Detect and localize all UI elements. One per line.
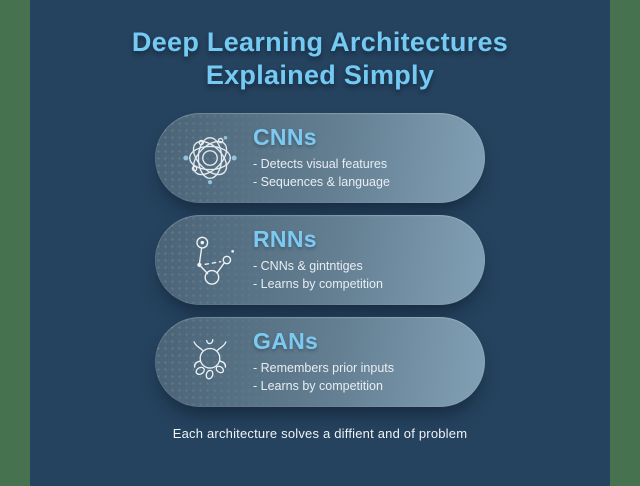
card-bullet: - Sequences & language: [253, 175, 390, 190]
card-text-block: CNNs - Detects visual features - Sequenc…: [253, 124, 390, 191]
card-text-block: GANs - Remembers prior inputs - Learns b…: [253, 328, 394, 395]
card-bullet: - Learns by competition: [253, 277, 383, 292]
atom-network-icon: [181, 129, 239, 187]
card-list: CNNs - Detects visual features - Sequenc…: [155, 112, 485, 407]
card-cnns: CNNs - Detects visual features - Sequenc…: [155, 112, 485, 203]
card-title: RNNs: [253, 226, 317, 253]
card-rnns: RNNs - CNNs & gintntiges - Learns by com…: [155, 214, 485, 305]
node-graph-icon: [181, 231, 239, 289]
card-title: CNNs: [253, 124, 317, 151]
card-bullet: - CNNs & gintntiges: [253, 259, 363, 274]
card-bullet: - Remembers prior inputs: [253, 361, 395, 376]
card-bullet: - Detects visual features: [253, 157, 388, 172]
card-text-block: RNNs - CNNs & gintntiges - Learns by com…: [253, 226, 383, 293]
left-green-bar: [0, 0, 30, 486]
card-bullet: - Learns by competition: [253, 379, 383, 394]
page-title: Deep Learning Architectures Explained Si…: [40, 26, 600, 92]
title-line-1: Deep Learning Architectures: [131, 27, 509, 57]
title-line-2: Explained Simply: [205, 59, 435, 90]
card-title: GANs: [253, 328, 319, 355]
footer-caption: Each architecture solves a diffient and …: [172, 425, 468, 441]
right-green-bar: [610, 0, 640, 486]
card-gans: GANs - Remembers prior inputs - Learns b…: [155, 316, 485, 407]
poster-content: Deep Learning Architectures Explained Si…: [30, 0, 610, 486]
neuron-icon: [181, 333, 239, 391]
